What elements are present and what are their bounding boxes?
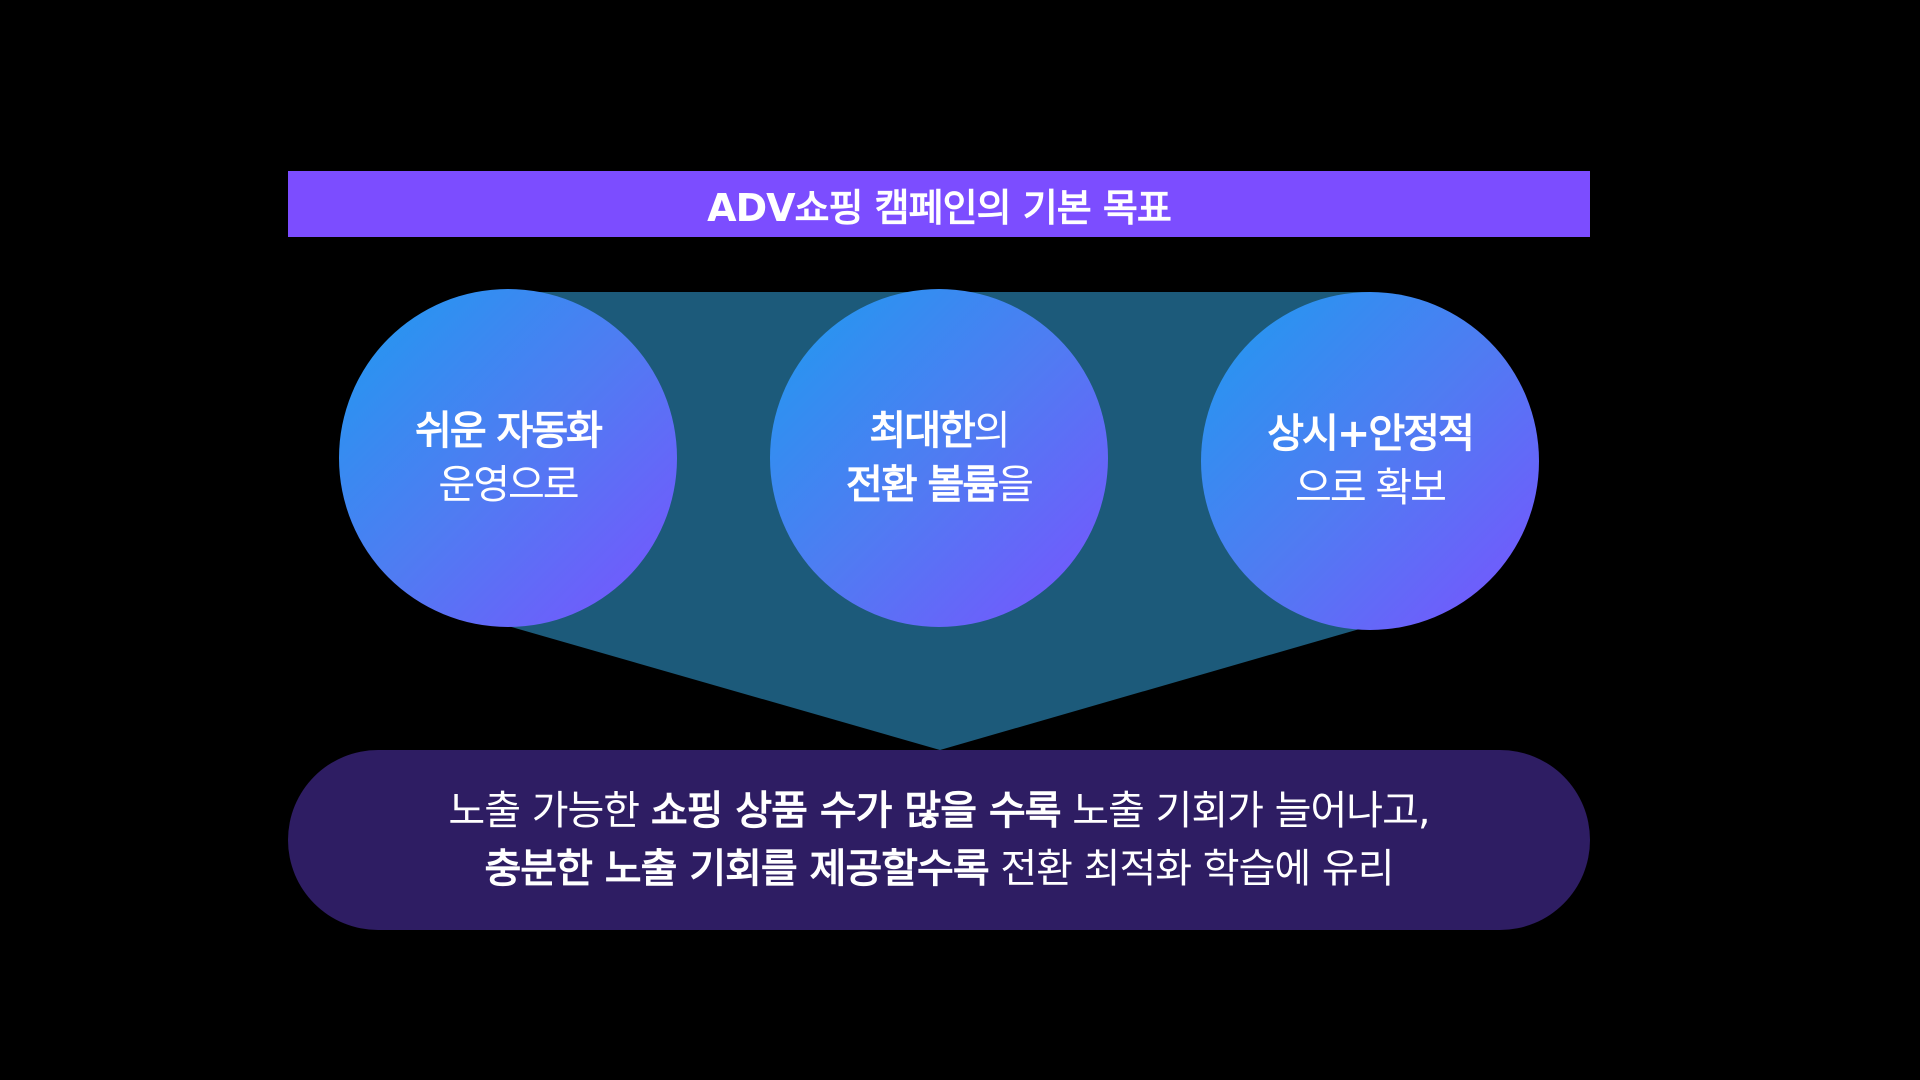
summary-text: 노출 가능한 xyxy=(448,788,651,834)
summary-line-2: 충분한 노출 기회를 제공할수록 전환 최적화 학습에 유리 xyxy=(484,840,1394,898)
goal-circle-line-1: 쉬운 자동화 xyxy=(415,404,603,458)
goal-circle-conversion: 최대한의 전환 볼륨을 xyxy=(770,289,1108,627)
goal-circle-line-1: 최대한의 xyxy=(869,404,1011,458)
goal-circle-automation: 쉬운 자동화 운영으로 xyxy=(339,289,677,627)
goal-circle-text: 의 xyxy=(973,408,1011,454)
summary-pill: 노출 가능한 쇼핑 상품 수가 많을 수록 노출 기회가 늘어나고, 충분한 노… xyxy=(288,750,1590,930)
summary-text: 노출 기회가 늘어나고, xyxy=(1060,788,1430,834)
title-bar: ADV쇼핑 캠페인의 기본 목표 xyxy=(288,171,1590,237)
goal-circle-line-2: 으로 확보 xyxy=(1295,461,1447,515)
goal-circle-text: 을 xyxy=(997,462,1034,508)
goal-circle-line-2: 전환 볼륨을 xyxy=(846,458,1034,512)
goal-circle-text: 운영으로 xyxy=(438,462,579,508)
goal-circle-text: 으로 확보 xyxy=(1295,465,1447,511)
summary-text-bold: 쇼핑 상품 수가 많을 수록 xyxy=(650,788,1062,834)
goal-circle-stability: 상시+안정적 으로 확보 xyxy=(1201,292,1539,630)
goal-circle-text: 쉬운 자동화 xyxy=(415,408,603,454)
goal-circle-line-1: 상시+안정적 xyxy=(1267,407,1475,461)
summary-text: 전환 최적화 학습에 유리 xyxy=(988,846,1394,892)
goal-circle-text: 전환 볼륨 xyxy=(846,462,999,508)
summary-text-bold: 충분한 노출 기회를 제공할수록 xyxy=(484,846,989,892)
diagram-title: ADV쇼핑 캠페인의 기본 목표 xyxy=(707,185,1172,230)
connector-funnel xyxy=(508,626,1370,750)
summary-line-1: 노출 가능한 쇼핑 상품 수가 많을 수록 노출 기회가 늘어나고, xyxy=(448,782,1430,840)
goal-circle-line-2: 운영으로 xyxy=(438,458,579,512)
goal-circle-text: 상시+안정적 xyxy=(1267,411,1475,457)
goal-circle-text: 최대한 xyxy=(869,408,975,454)
